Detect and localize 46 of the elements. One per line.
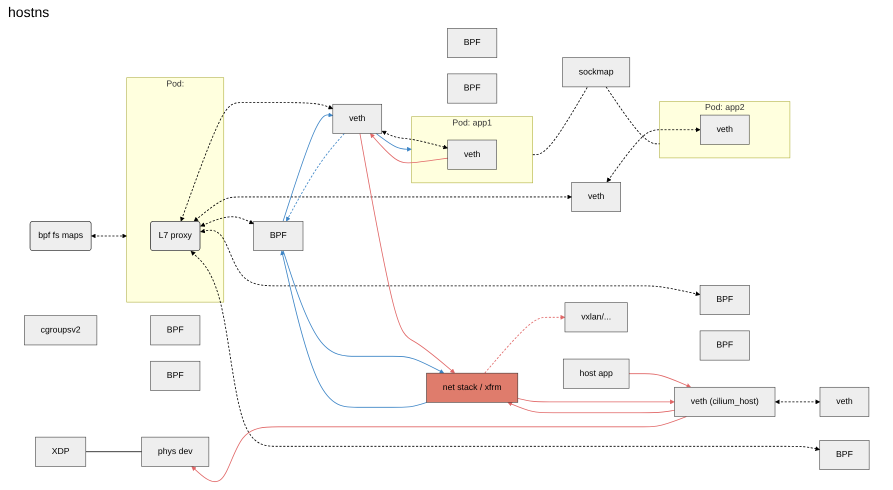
- node-box: host app: [562, 358, 630, 389]
- node-box: veth: [332, 104, 382, 134]
- arrow: [282, 112, 333, 222]
- node-box: BPF: [446, 74, 497, 104]
- arrow: [517, 398, 674, 404]
- connector: [605, 86, 660, 144]
- arrow: [280, 250, 427, 408]
- arrow: [370, 133, 448, 164]
- arrow: [193, 194, 572, 222]
- connector: [85, 451, 142, 452]
- node-box: BPF: [819, 440, 870, 470]
- arrow: [381, 130, 448, 150]
- arrow: [180, 102, 333, 222]
- arrow: [200, 228, 700, 296]
- node-box: vxlan/...: [564, 302, 628, 332]
- arrow: [191, 416, 687, 482]
- node-box: net stack / xfrm: [426, 372, 518, 403]
- node-box: veth: [447, 140, 497, 170]
- node-box: BPF: [700, 330, 750, 360]
- node-box: BPF: [150, 315, 200, 346]
- node-box: XDP: [34, 436, 86, 467]
- arrow: [774, 400, 820, 404]
- node-box: veth (cilium_host): [674, 386, 776, 417]
- arrow: [90, 234, 127, 238]
- arrow: [606, 127, 700, 182]
- node-box: phys dev: [141, 436, 209, 467]
- arrow: [359, 133, 455, 374]
- arrow: [507, 402, 675, 414]
- arrow: [628, 373, 691, 388]
- arrow: [190, 250, 820, 451]
- node-box: sockmap: [562, 57, 630, 88]
- node-box: BPF: [253, 221, 304, 251]
- node-box: veth: [571, 182, 621, 212]
- connector: [532, 86, 588, 156]
- arrow: [376, 133, 412, 152]
- arrow: [484, 314, 565, 374]
- node-box: veth: [700, 114, 750, 145]
- node-box: BPF: [150, 360, 200, 391]
- arrow: [282, 250, 444, 374]
- region-label: hostns: [8, 4, 50, 20]
- node-box: BPF: [700, 285, 750, 315]
- arrow: [286, 133, 344, 222]
- node-box: veth: [819, 386, 869, 417]
- arrow: [200, 216, 254, 227]
- node-box: cgroupsv2: [24, 315, 97, 346]
- node-box: BPF: [446, 28, 497, 58]
